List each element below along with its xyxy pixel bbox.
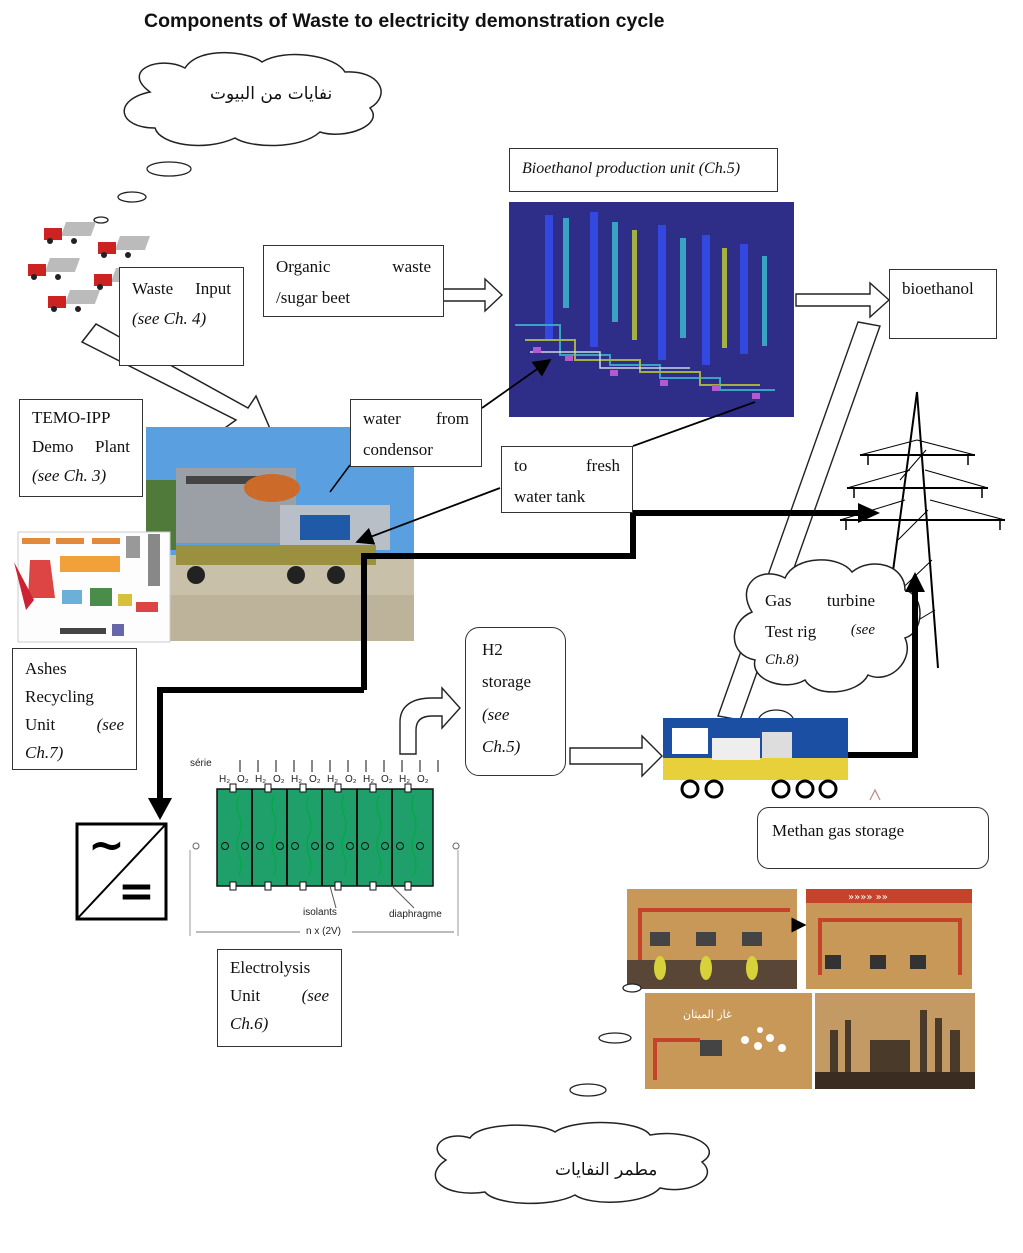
fresh-water-tank-line1: to fresh [514,456,620,475]
temo-ipp-ref: (see Ch. 3) [32,465,107,485]
ashes-recycling-line1: Ashes [25,659,67,678]
process-flowchart-image [14,531,171,643]
gas-label: H₂ [291,774,303,785]
ashes-recycling-box: Ashes Recycling Unit (see Ch.7) [12,648,137,770]
gas-turbine-line2: Test rig [765,621,817,641]
landfill-cloud-text: مطمر النفايات [555,1160,658,1180]
bioethanol-to-water-tank-line [632,401,756,447]
methane-panel-2: »»»» »» [806,889,972,989]
organic-waste-box: Organic waste /sugar beet [263,245,444,317]
h2-storage-line2: storage [482,672,532,692]
electrolysis-unit-ref2: Ch.6) [230,1014,269,1034]
fresh-water-tank-box: to fresh water tank [501,446,633,513]
ashes-recycling-line3: Unit [25,715,56,735]
power-line-to-grid [361,503,880,690]
gas-label: O₂ [417,774,429,785]
organic-waste-label-line1: Organic waste [276,257,431,276]
households-waste-cloud [123,51,382,147]
waste-input-label: Waste Input [132,279,231,298]
electrolysis-unit-ref1: (see [301,986,329,1006]
page-title: Components of Waste to electricity demon… [144,10,665,32]
methane-panel-text: غاز الميثان [683,1008,732,1021]
electrolysis-unit-line1: Electrolysis [230,958,311,977]
water-from-condensor-line2: condensor [363,439,433,459]
bioethanol-plant-image [509,202,794,417]
gas-label: H₂ [363,774,375,785]
refinery-panel [815,993,975,1089]
h2-storage-box: H2 storage (see Ch.5) [465,627,566,776]
h2-storage-line1: H2 [482,640,503,659]
bioethanol-unit-label: Bioethanol production unit (Ch.5) [509,148,778,192]
electrolysis-serie-label: série [190,758,212,769]
electrolysis-diaphragme-label: diaphragme [389,909,442,920]
converter-dc-symbol: = [118,866,155,917]
electrolysis-unit-line2: Unit [230,986,261,1006]
temo-ipp-label-line1: TEMO-IPP [32,408,111,427]
water-tank-to-plant-line [355,487,501,545]
waste-input-ref: (see Ch. 4) [132,308,207,328]
gas-turbine-line1: Gas turbine [765,591,875,610]
gas-label: O₂ [381,774,393,785]
temo-ipp-box: TEMO-IPP Demo Plant (see Ch. 3) [19,399,143,497]
bioethanol-output-arrow [795,281,891,319]
water-from-condensor-box: water from condensor [350,399,482,467]
water-from-condensor-line1: water from [363,409,469,428]
gas-turbine-label: Gas turbine Test rig (see Ch.8) [765,586,875,674]
methane-panel-3 [645,993,812,1089]
converter-ac-symbol: ~ [88,820,125,871]
gas-label: O₂ [345,774,357,785]
gas-label: H₂ [399,774,411,785]
thought-bubbles-bottom [569,983,642,1097]
gas-label: O₂ [309,774,321,785]
fresh-water-tank-line2: water tank [514,486,586,506]
gas-turbine-rig-image [663,718,881,801]
electrolysis-isolants-label: isolants [303,907,337,918]
ashes-recycling-line2: Recycling [25,687,94,707]
temo-ipp-label-line2: Demo Plant [32,436,130,456]
gas-turbine-row2: Test rig (see [765,617,875,648]
h2-to-turbine-arrow [569,734,663,778]
landfill-cloud [434,1121,710,1205]
electrolysis-unit-box: Electrolysis Unit (see Ch.6) [217,949,342,1047]
gas-label: H₂ [219,774,231,785]
bioethanol-label: bioethanol [889,269,997,339]
electrolysis-cells-label: n x (2V) [306,926,342,937]
power-pylon-image [839,391,1006,669]
ashes-recycling-row3: Unit (see [25,711,124,739]
ashes-recycling-ref2: Ch.7) [25,743,64,763]
electrolysis-unit-row2: Unit (see [230,982,329,1010]
organic-to-bioethanol-arrow [437,277,504,313]
waste-input-box: Waste Input (see Ch. 4) [119,267,244,366]
svg-text:»»»» »»: »»»» »» [848,892,888,903]
h2-storage-ref1: (see [482,704,510,724]
organic-waste-label-line2: /sugar beet [276,287,351,307]
thought-bubbles-top [93,161,192,224]
condensor-to-plant-line [329,464,351,493]
condensor-to-bioethanol-line [481,358,552,409]
gas-turbine-ref1: (see [850,621,875,638]
h2-storage-ref2: Ch.5) [482,736,521,756]
gas-outlet-arrows [239,760,439,772]
households-waste-cloud-text: نفايات من البيوت [210,84,333,104]
methan-gas-storage-label: Methan gas storage [757,807,989,869]
methane-panel-1 [627,889,797,989]
ac-dc-converter-symbol [75,822,168,921]
electrolysis-to-h2-arrow [399,686,461,755]
power-line-to-converter [148,687,364,820]
gas-label: O₂ [237,774,249,785]
ashes-recycling-ref1: (see [96,715,124,735]
gas-label: H₂ [327,774,339,785]
gas-label: H₂ [255,774,267,785]
gas-label: O₂ [273,774,285,785]
electrolysis-stack-image [189,783,460,936]
gas-turbine-ref2: Ch.8) [765,652,799,669]
